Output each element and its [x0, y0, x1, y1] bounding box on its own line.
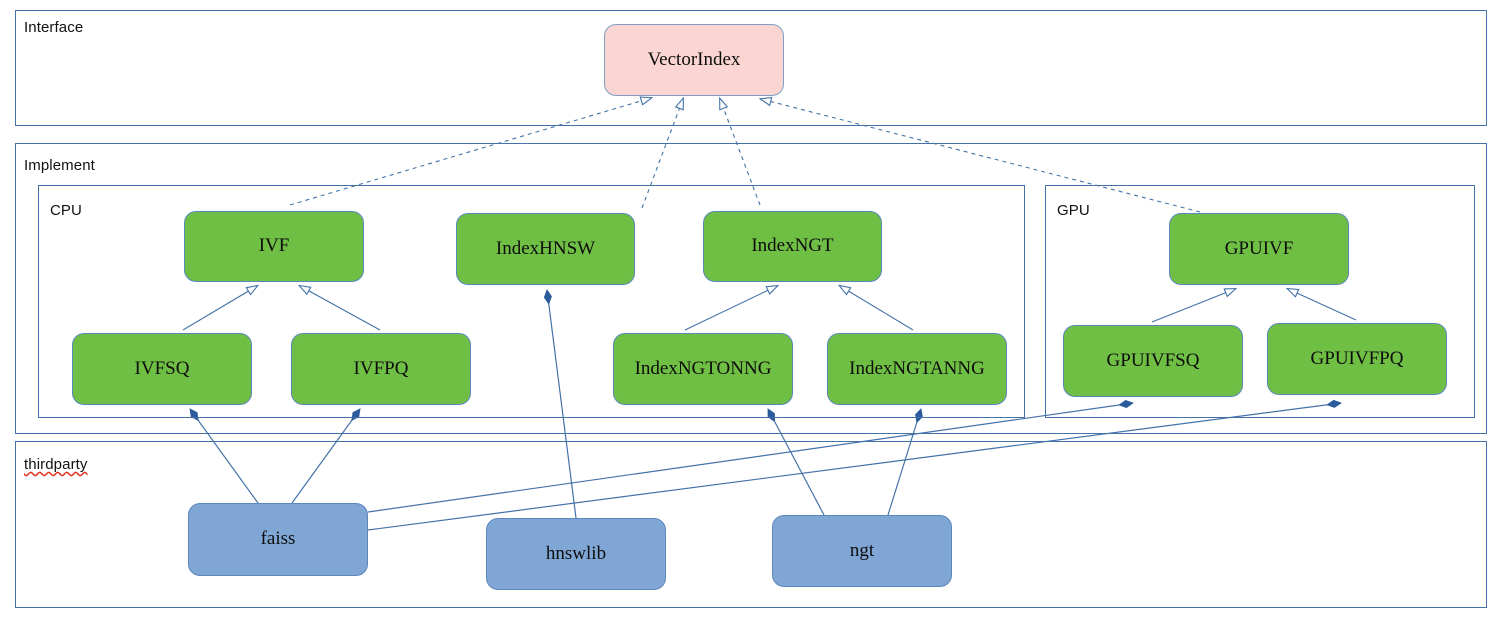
node-vectorindex[interactable]: VectorIndex: [604, 24, 784, 96]
container-gpu: [1045, 185, 1475, 418]
node-indexngt[interactable]: IndexNGT: [703, 211, 882, 282]
container-implement: [15, 143, 1487, 434]
container-label-implement: Implement: [24, 157, 95, 174]
container-label-cpu: CPU: [50, 202, 82, 219]
node-gpuivf[interactable]: GPUIVF: [1169, 213, 1349, 285]
container-label-interface: Interface: [24, 19, 84, 36]
node-indexngtanng[interactable]: IndexNGTANNG: [827, 333, 1007, 405]
node-ivfsq[interactable]: IVFSQ: [72, 333, 252, 405]
node-hnswlib[interactable]: hnswlib: [486, 518, 666, 590]
node-gpuivfsq[interactable]: GPUIVFSQ: [1063, 325, 1243, 397]
node-faiss[interactable]: faiss: [188, 503, 368, 576]
node-ngt[interactable]: ngt: [772, 515, 952, 587]
container-label-gpu: GPU: [1057, 202, 1090, 219]
container-cpu: [38, 185, 1025, 418]
container-thirdparty: [15, 441, 1487, 608]
node-ivfpq[interactable]: IVFPQ: [291, 333, 471, 405]
node-gpuivfpq[interactable]: GPUIVFPQ: [1267, 323, 1447, 395]
container-interface: [15, 10, 1487, 126]
node-ivf[interactable]: IVF: [184, 211, 364, 282]
container-label-thirdparty: thirdparty: [24, 456, 88, 473]
node-indexhnsw[interactable]: IndexHNSW: [456, 213, 635, 285]
node-indexngtonng[interactable]: IndexNGTONNG: [613, 333, 793, 405]
